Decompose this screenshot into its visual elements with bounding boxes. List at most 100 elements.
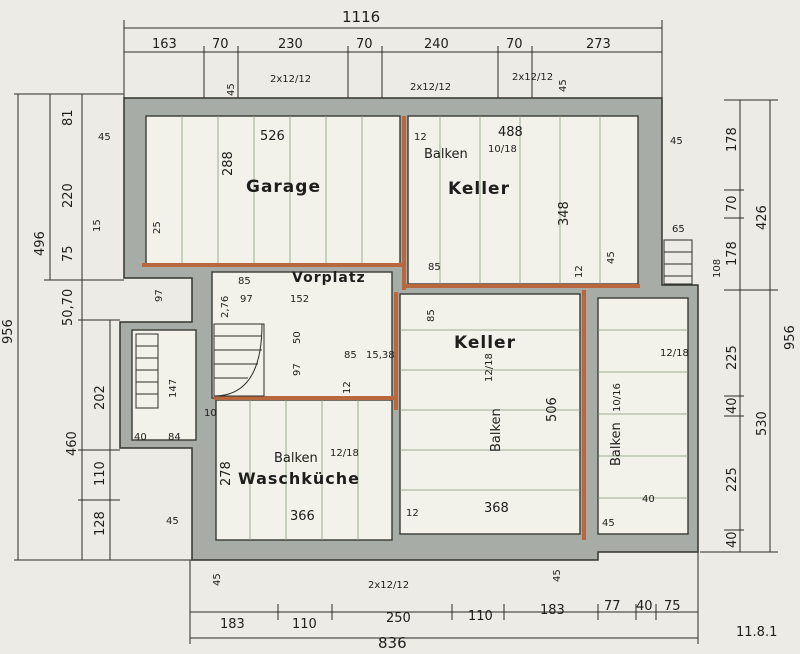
- window-3-label: 2x12/12: [512, 72, 553, 83]
- wall-10: 10: [204, 408, 217, 419]
- bottom-dimensions: 183 110 250 110 183 77 40 75 836: [220, 599, 681, 652]
- beam-labels: Balken 10/18 Balken 12/18 Balken 10/16 B…: [274, 144, 689, 466]
- dim-garage-width: 526: [260, 129, 285, 144]
- top-dimensions: 1116 163 70 230 70 240 70 273: [152, 8, 611, 52]
- garage-label: Garage: [246, 177, 321, 197]
- dim-bottom-5: 183: [540, 603, 565, 618]
- dim-wasch-height: 278: [219, 461, 234, 486]
- dim-top-4: 70: [356, 37, 373, 52]
- garage-area: [145, 115, 401, 267]
- dim-bottom-6: 77: [604, 599, 621, 614]
- dim-right-225b: 225: [725, 467, 740, 492]
- wall-108: 108: [712, 259, 723, 278]
- wall-40-right: 40: [642, 494, 655, 505]
- keller-mid-label: Keller: [454, 333, 516, 353]
- dim-garage-height: 288: [221, 151, 236, 176]
- keller-mid-area: [399, 293, 581, 535]
- dim-right-178b: 178: [725, 241, 740, 266]
- balken-top-size: 10/18: [488, 144, 517, 155]
- dim-bottom-7: 40: [636, 599, 653, 614]
- dim-left-460: 460: [65, 431, 80, 456]
- wall-45-f: 45: [212, 573, 223, 586]
- ceiling-beams: [181, 116, 688, 540]
- beam-right-top-size: 12/18: [660, 348, 689, 359]
- balken-wasch-size: 12/18: [330, 448, 359, 459]
- dim-left-81: 81: [61, 109, 76, 126]
- wall-45-e: 45: [166, 516, 179, 527]
- wall-dimensions: 45 45 45 45 45 45 45 45 12 12 12 12 25 1…: [92, 79, 723, 586]
- dim-left-128: 128: [93, 511, 108, 536]
- window-labels: 2x12/12 2x12/12 2x12/12 2x12/12: [270, 72, 553, 591]
- dim-left-496: 496: [33, 231, 48, 256]
- wall-15: 15: [92, 219, 103, 232]
- dim-bottom-2: 110: [292, 617, 317, 632]
- dim-right-426: 426: [755, 205, 770, 230]
- wall-45-a: 45: [226, 83, 237, 96]
- stairs: [135, 239, 693, 409]
- dim-right-530: 530: [755, 411, 770, 436]
- dim-top-5: 240: [424, 37, 449, 52]
- dim-top-1: 163: [152, 37, 177, 52]
- wall-25: 25: [152, 221, 163, 234]
- dim-top-3: 230: [278, 37, 303, 52]
- dim-right-total: 956: [783, 325, 798, 350]
- wall-45-d: 45: [606, 251, 617, 264]
- dim-left-total: 956: [1, 319, 16, 344]
- dim-1538: 15,38: [366, 350, 395, 361]
- waschkueche-area: [215, 399, 393, 541]
- window-bottom-label: 2x12/12: [368, 580, 409, 591]
- wall-45-b: 45: [98, 132, 111, 143]
- vorplatz-label: Vorplatz: [292, 270, 366, 286]
- right-dimensions: 956 426 530 178 70 178 225 40 225 40: [725, 127, 798, 548]
- dim-bottom-4: 110: [468, 609, 493, 624]
- dim-40: 40: [134, 432, 147, 443]
- dim-left-202: 202: [93, 385, 108, 410]
- keller-top-label: Keller: [448, 179, 510, 199]
- dim-85b: 85: [426, 309, 437, 322]
- wall-12-d: 12: [342, 381, 353, 394]
- dim-147: 147: [168, 379, 179, 398]
- dim-152: 152: [290, 294, 309, 305]
- wall-45-h: 45: [558, 79, 569, 92]
- balken-top-label: Balken: [424, 147, 468, 162]
- dim-keller2-width: 368: [484, 501, 509, 516]
- dim-left-110: 110: [93, 461, 108, 486]
- dim-85c: 85: [344, 350, 357, 361]
- dim-right-225a: 225: [725, 345, 740, 370]
- dimension-lines: [14, 20, 778, 644]
- dim-97b: 97: [154, 289, 165, 302]
- dim-wasch-width: 366: [290, 509, 315, 524]
- rooms-floor: [131, 115, 689, 541]
- dim-total-top: 1116: [342, 8, 380, 26]
- dim-bottom-1: 183: [220, 617, 245, 632]
- date-note: 11.8.1: [736, 625, 777, 640]
- dim-keller-height: 348: [557, 201, 572, 226]
- red-beams: [142, 116, 640, 540]
- dim-right-40b: 40: [725, 531, 740, 548]
- dim-keller2-height: 506: [545, 397, 560, 422]
- dim-bottom-3: 250: [386, 611, 411, 626]
- wall-65: 65: [672, 224, 685, 235]
- dim-85a: 85: [428, 262, 441, 273]
- dim-97c: 97: [292, 363, 303, 376]
- vorplatz-area: [211, 271, 393, 399]
- left-dimensions: 956 496 460 81 220 75 50,70 202 110 128: [1, 109, 108, 536]
- stair-left-area: [131, 329, 197, 441]
- dim-84: 84: [168, 432, 181, 443]
- side-room-area: [597, 297, 689, 535]
- dim-85d: 85: [238, 276, 251, 287]
- wall-45-g: 45: [552, 569, 563, 582]
- dim-keller-width: 488: [498, 125, 523, 140]
- waschkueche-label: Waschküche: [238, 469, 360, 488]
- dim-top-2: 70: [212, 37, 229, 52]
- dim-left-220: 220: [61, 183, 76, 208]
- room-labels: Garage Keller Vorplatz Keller Waschküche: [238, 177, 516, 488]
- window-2-label: 2x12/12: [410, 82, 451, 93]
- dim-276: 2,76: [220, 296, 231, 318]
- dim-top-6: 70: [506, 37, 523, 52]
- dim-left-5070: 50,70: [61, 289, 76, 326]
- dim-bottom-8: 75: [664, 599, 681, 614]
- wall-12-b: 12: [574, 265, 585, 278]
- dim-right-40: 40: [725, 397, 740, 414]
